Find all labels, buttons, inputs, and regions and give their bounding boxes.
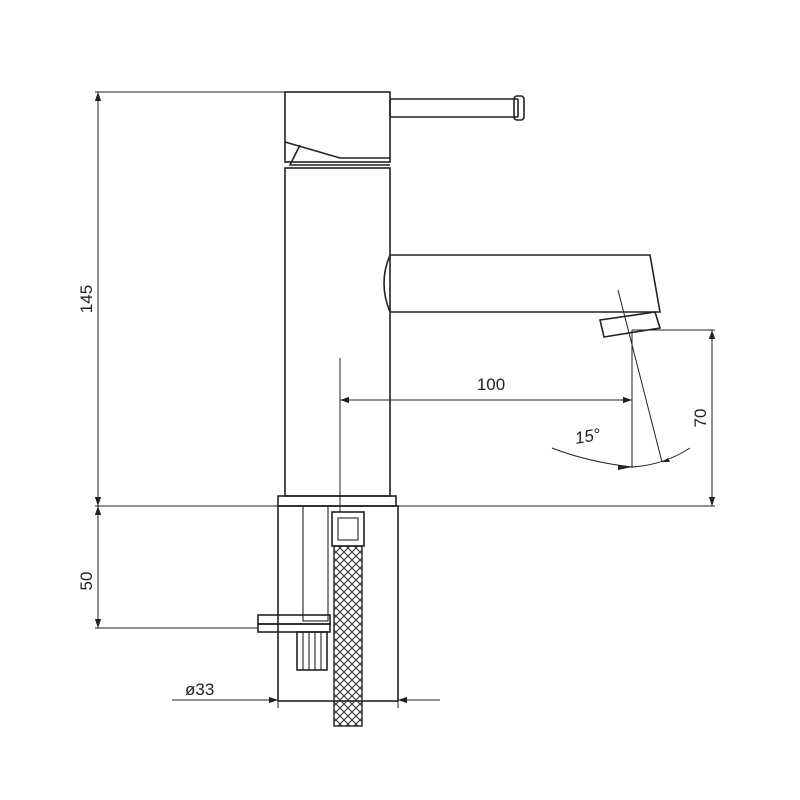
dim-spout-angle-label: 15° bbox=[573, 425, 602, 448]
dim-spout-reach-label: 100 bbox=[477, 375, 505, 394]
dim-base-diameter-label: ø33 bbox=[185, 680, 214, 699]
angle-arrow-right bbox=[662, 458, 670, 462]
dim-spout-clearance-label: 70 bbox=[691, 409, 710, 428]
dim-spout-angle-arc-right bbox=[631, 447, 691, 468]
dim-spout-angle-arc bbox=[551, 447, 633, 468]
base-shank bbox=[257, 505, 399, 702]
extension-lines bbox=[95, 91, 715, 708]
angle-arrow-left bbox=[618, 465, 632, 470]
spout bbox=[383, 254, 662, 338]
faucet-body bbox=[277, 167, 397, 507]
braided-hose bbox=[331, 511, 365, 727]
dim-total-height-label: 145 bbox=[77, 285, 96, 313]
lever-handle bbox=[284, 91, 525, 166]
dim-base-height-label: 50 bbox=[77, 572, 96, 591]
